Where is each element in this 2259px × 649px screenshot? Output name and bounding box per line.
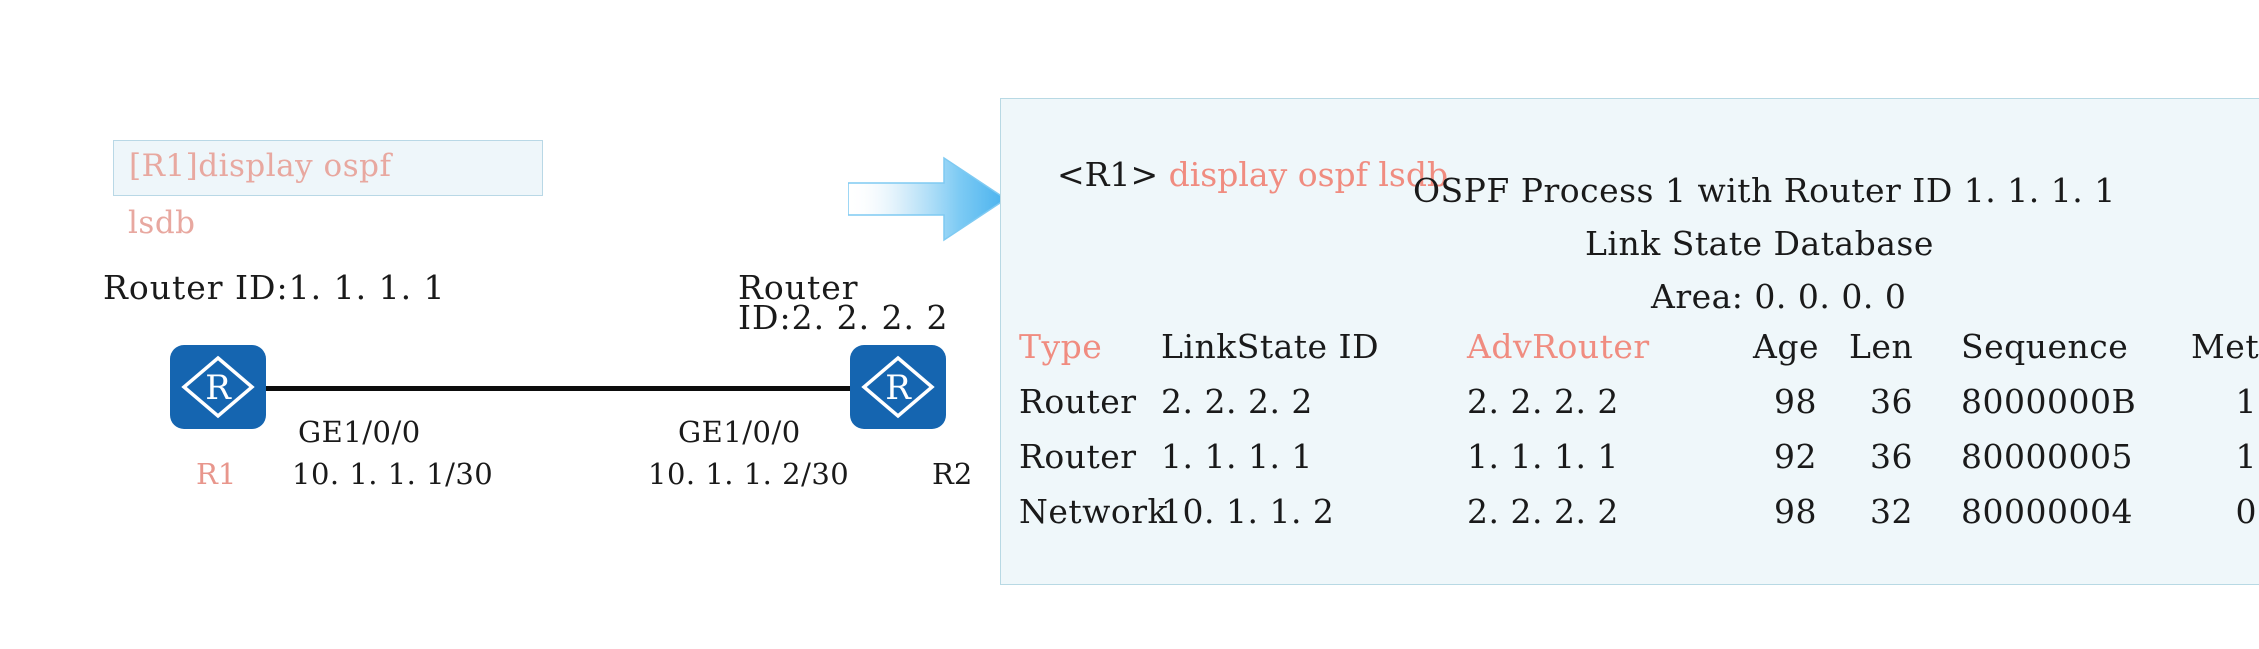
router-icon[interactable]: R — [170, 345, 266, 429]
cell-linkstate-id: 10. 1. 1. 2 — [1161, 492, 1335, 531]
terminal-prompt-command: display ospf lsdb — [1168, 155, 1449, 194]
table-row: Router 1. 1. 1. 1 1. 1. 1. 1 92 36 80000… — [1009, 437, 2259, 492]
cell-sequence: 80000004 — [1961, 492, 2133, 531]
cell-age: 98 — [1774, 382, 1817, 421]
column-header-metric: Metric — [2191, 327, 2259, 366]
right-router-id-label-line1: Router — [738, 268, 859, 307]
terminal-output-panel: <R1> display ospf lsdb OSPF Process 1 wi… — [1000, 98, 2259, 585]
right-interface-name: GE1/0/0 — [678, 415, 801, 449]
cell-linkstate-id: 1. 1. 1. 1 — [1161, 437, 1313, 476]
left-router-id-label: Router ID:1. 1. 1. 1 — [103, 268, 446, 307]
svg-text:R: R — [885, 368, 912, 408]
cell-type: Router — [1019, 437, 1137, 476]
cell-metric: 0 — [2235, 492, 2257, 531]
right-router-name: R2 — [932, 457, 973, 491]
cell-age: 92 — [1774, 437, 1817, 476]
cell-metric: 1 — [2235, 437, 2257, 476]
column-header-advrouter: AdvRouter — [1467, 327, 1650, 366]
left-router-name: R1 — [196, 457, 237, 491]
cell-age: 98 — [1774, 492, 1817, 531]
table-header-row: Type LinkState ID AdvRouter Age Len Sequ… — [1009, 327, 2259, 382]
terminal-prompt-line: <R1> display ospf lsdb — [1015, 116, 1448, 233]
cell-advrouter: 1. 1. 1. 1 — [1467, 437, 1619, 476]
left-interface-ip: 10. 1. 1. 1/30 — [292, 457, 494, 491]
cell-len: 32 — [1870, 492, 1913, 531]
column-header-linkstate-id: LinkState ID — [1161, 327, 1380, 366]
ospf-process-line: OSPF Process 1 with Router ID 1. 1. 1. 1 — [1413, 171, 2116, 210]
column-header-sequence: Sequence — [1961, 327, 2129, 366]
cell-sequence: 80000005 — [1961, 437, 2133, 476]
column-header-type: Type — [1019, 327, 1103, 366]
cell-advrouter: 2. 2. 2. 2 — [1467, 492, 1619, 531]
cell-len: 36 — [1870, 382, 1913, 421]
svg-text:R: R — [205, 368, 232, 408]
cell-metric: 1 — [2235, 382, 2257, 421]
cell-linkstate-id: 2. 2. 2. 2 — [1161, 382, 1313, 421]
command-text-line2: lsdb — [128, 205, 196, 241]
column-header-age: Age — [1753, 327, 1819, 366]
lsdb-table: Type LinkState ID AdvRouter Age Len Sequ… — [1009, 327, 2259, 547]
command-text-line1: [R1]display ospf — [129, 148, 392, 184]
table-row: Network 10. 1. 1. 2 2. 2. 2. 2 98 32 800… — [1009, 492, 2259, 547]
cell-sequence: 8000000B — [1961, 382, 2137, 421]
cell-advrouter: 2. 2. 2. 2 — [1467, 382, 1619, 421]
terminal-prompt-host: <R1> — [1056, 155, 1159, 194]
right-interface-ip: 10. 1. 1. 2/30 — [648, 457, 850, 491]
column-header-len: Len — [1849, 327, 1914, 366]
right-arrow-icon — [848, 150, 1008, 248]
ethernet-link-line — [266, 386, 850, 391]
lsdb-title-line: Link State Database — [1585, 224, 1934, 263]
left-interface-name: GE1/0/0 — [298, 415, 421, 449]
cell-len: 36 — [1870, 437, 1913, 476]
cell-type: Router — [1019, 382, 1137, 421]
right-router-id-label-line2: ID:2. 2. 2. 2 — [738, 298, 949, 337]
topology-pane: [R1]display ospf lsdb Router ID:1. 1. 1.… — [0, 0, 1000, 649]
cell-type: Network — [1019, 492, 1169, 531]
table-row: Router 2. 2. 2. 2 2. 2. 2. 2 98 36 80000… — [1009, 382, 2259, 437]
command-input-box[interactable]: [R1]display ospf — [113, 140, 543, 196]
ospf-area-line: Area: 0. 0. 0. 0 — [1651, 277, 1907, 316]
router-icon[interactable]: R — [850, 345, 946, 429]
